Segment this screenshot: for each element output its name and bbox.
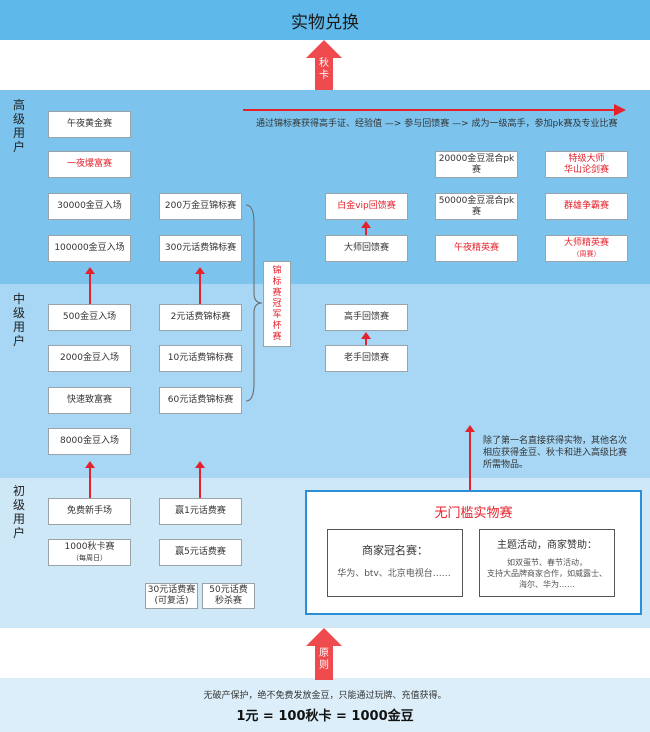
sponsor-named-title: 商家冠名赛： — [362, 544, 428, 557]
theme-activity-title: 主题活动，商家赞助： — [497, 540, 597, 551]
match-box: 30元话费赛(可复活) — [145, 583, 198, 609]
match-box: 300元话费锦标赛 — [159, 235, 242, 262]
tier-label-mid: 中级用户 — [12, 292, 25, 348]
sponsor-named-list: 华为、btv、北京电视台…… — [337, 569, 451, 579]
arrow-line — [365, 227, 367, 235]
up-arrow-icon — [195, 267, 205, 274]
tier-label-low: 初级用户 — [12, 484, 25, 540]
arrow-line — [89, 274, 91, 304]
free-entry-box: 无门槛实物赛 商家冠名赛： 主题活动，商家赞助： 如双蛋节、春节活动， 支持大品… — [305, 490, 642, 615]
up-arrow-icon — [195, 461, 205, 468]
arrow-line — [469, 432, 471, 490]
arrow-line — [199, 468, 201, 498]
match-box: 赢1元话费赛 — [159, 498, 242, 525]
match-box: 赢5元话费赛 — [159, 539, 242, 566]
match-box: 20000金豆混合pk赛 — [435, 151, 518, 178]
match-box: 500金豆入场 — [48, 304, 131, 331]
up-arrow-icon — [361, 221, 371, 228]
progress-arrow-line — [243, 109, 618, 111]
theme-activity-text: 如双蛋节、春节活动， 支持大品牌商家合作，如威露士、 海尔、华为…… — [487, 558, 607, 589]
top-arrow-label: 秋卡 — [319, 58, 329, 81]
mid-tier-note: 除了第一名直接获得实物，其他名次相应获得金豆、秋卡和进入高级比赛所需物品。 — [483, 436, 628, 470]
arrow-line — [365, 338, 367, 345]
arrow-right-icon — [614, 104, 626, 116]
principle-band — [0, 678, 650, 732]
match-box: 8000金豆入场 — [48, 428, 131, 455]
arrow-line — [199, 274, 201, 304]
match-box: 午夜精英赛 — [435, 235, 518, 262]
match-box: 50000金豆混合pk赛 — [435, 193, 518, 220]
match-box: 白金vip回馈赛 — [325, 193, 408, 220]
match-box: 2000金豆入场 — [48, 345, 131, 372]
principle-note: 无破产保护，绝不免费发放金豆，只能通过玩牌、充值获得。 — [203, 691, 447, 701]
match-box: 50元话费秒杀赛 — [202, 583, 255, 609]
bottom-arrow-label: 原则 — [319, 648, 329, 671]
match-box: 免费新手场 — [48, 498, 131, 525]
brace-icon — [245, 204, 263, 402]
free-entry-title: 无门槛实物赛 — [434, 506, 513, 521]
match-box: 1000秋卡赛（每周日） — [48, 539, 131, 566]
up-arrow-icon — [85, 267, 95, 274]
match-box: 2元话费锦标赛 — [159, 304, 242, 331]
high-tier-note: 通过锦标赛获得高手证、经验值 —> 参与回馈赛 —> 成为一级高手，参加pk赛及… — [256, 119, 618, 129]
match-box: 群雄争霸赛 — [545, 193, 628, 220]
match-box: 大师精英赛（周赛） — [545, 235, 628, 262]
sponsor-named-box: 商家冠名赛： — [327, 529, 463, 597]
match-box: 午夜黄金赛 — [48, 111, 131, 138]
match-box: 大师回馈赛 — [325, 235, 408, 262]
theme-activity-box: 主题活动，商家赞助： 如双蛋节、春节活动， 支持大品牌商家合作，如威露士、 海尔… — [479, 529, 615, 597]
exchange-rate: 1元 = 100秋卡 = 1000金豆 — [236, 709, 414, 724]
match-box: 快速致富赛 — [48, 387, 131, 414]
up-arrow-icon — [85, 461, 95, 468]
match-box: 100000金豆入场 — [48, 235, 131, 262]
champion-cup-box: 锦标赛冠军杯赛 — [263, 261, 291, 347]
match-box: 10元话费锦标赛 — [159, 345, 242, 372]
tier-label-high: 高级用户 — [12, 98, 25, 154]
match-box: 老手回馈赛 — [325, 345, 408, 372]
arrow-line — [89, 468, 91, 498]
match-box: 60元话费锦标赛 — [159, 387, 242, 414]
page-title: 实物兑换 — [0, 0, 650, 40]
up-arrow-icon — [361, 332, 371, 339]
up-arrow-top-icon — [306, 40, 342, 92]
match-box: 200万金豆锦标赛 — [159, 193, 242, 220]
up-arrow-bottom-icon — [306, 628, 342, 680]
up-arrow-icon — [465, 425, 475, 432]
match-box: 特级大师华山论剑赛 — [545, 151, 628, 178]
match-box: 30000金豆入场 — [48, 193, 131, 220]
match-box: 一夜爆富赛 — [48, 151, 131, 178]
match-box: 高手回馈赛 — [325, 304, 408, 331]
